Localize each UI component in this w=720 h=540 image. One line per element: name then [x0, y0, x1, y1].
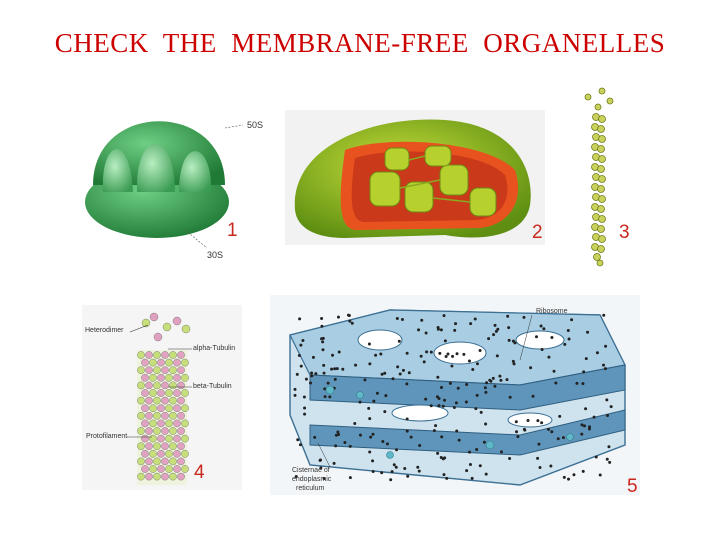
label-ribosome: Ribosome [536, 308, 568, 315]
panel-number-4: 4 [194, 462, 205, 483]
bead-chain-illustration [580, 85, 620, 270]
label-heterodimer: Heterodimer [85, 327, 124, 334]
label-cisternae-line-2: endoplasmic [292, 476, 332, 483]
ribosome-illustration [75, 80, 275, 270]
chloroplast-illustration [285, 110, 545, 245]
label-50s: 50S [247, 120, 264, 130]
slide-title: CHECK THE MEMBRANE-FREE ORGANELLES [54, 28, 666, 58]
panel-number-3: 3 [619, 222, 630, 243]
panel-number-2: 2 [532, 222, 543, 243]
rough-er-illustration [270, 295, 640, 495]
label-cisternae-line-1: Cisternae of [292, 467, 330, 474]
panel-number-5: 5 [627, 476, 638, 497]
label-beta-tubulin: beta-Tubulin [193, 383, 232, 390]
label-cisternae-line-3: reticulum [296, 485, 325, 492]
microtubule-illustration [82, 305, 242, 490]
label-30s: 30S [207, 250, 224, 260]
label-alpha-tubulin: alpha-Tubulin [193, 345, 236, 352]
panel-number-1: 1 [227, 220, 238, 241]
label-protofilament: Protofilament [86, 433, 128, 440]
